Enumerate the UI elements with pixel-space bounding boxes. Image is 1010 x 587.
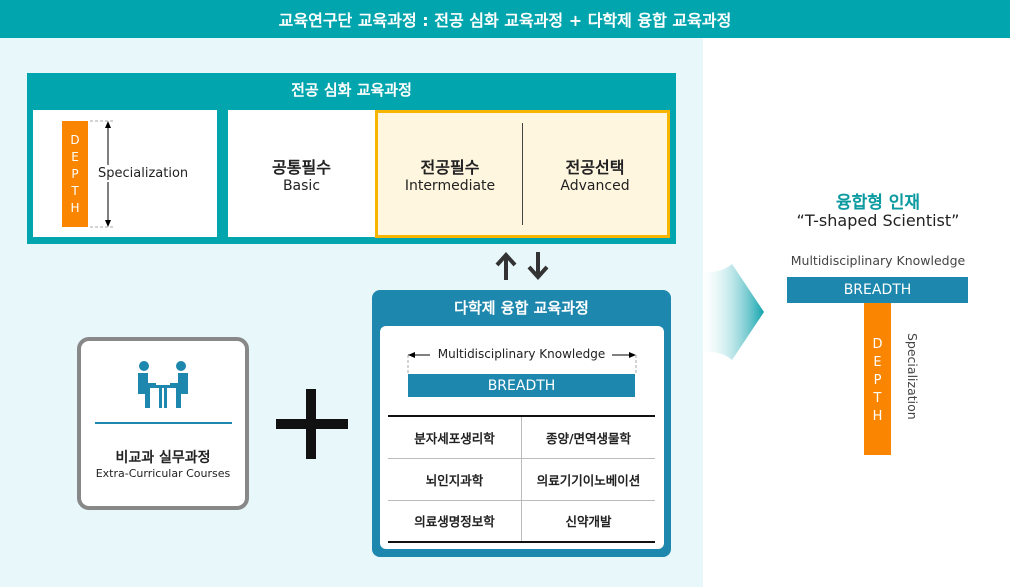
depth-letter: H	[872, 409, 883, 424]
right-arrow-icon	[700, 264, 764, 360]
course-cell: 분자세포생리학	[388, 416, 522, 459]
cell-title: 공통필수	[272, 157, 331, 177]
knowledge-text: Multidisciplinary Knowledge	[435, 347, 608, 361]
extra-curricular-box: 비교과 실무과정 Extra-Curricular Courses	[77, 337, 249, 510]
major-curriculum-title: 전공 심화 교육과정	[291, 81, 412, 99]
header-title: 교육연구단 교육과정 : 전공 심화 교육과정 + 다학제 융합 교육과정	[278, 11, 732, 30]
depth-letter: P	[873, 373, 882, 388]
depth-letter: E	[873, 355, 882, 370]
table-row: 의료생명정보학 신약개발	[388, 500, 655, 542]
course-cell: 종양/면역생물학	[521, 416, 655, 459]
horizontal-double-arrow-icon	[407, 352, 637, 374]
basic-cell: 공통필수 Basic	[228, 110, 375, 237]
course-cell: 뇌인지과학	[388, 458, 522, 501]
cell-title: 전공선택	[565, 158, 625, 177]
divider	[95, 422, 232, 424]
cell-title: 전공필수	[420, 158, 480, 177]
result-subtitle: “T-shaped Scientist”	[796, 211, 960, 230]
course-cell: 신약개발	[521, 500, 655, 542]
multidisciplinary-title: 다학제 융합 교육과정	[454, 299, 589, 317]
result-breadth-bar: BREADTH	[787, 277, 968, 303]
depth-letter: D	[872, 337, 883, 352]
breadth-bar: BREADTH	[408, 374, 635, 397]
extra-title: 비교과 실무과정	[115, 450, 211, 466]
depth-letter: E	[71, 149, 79, 164]
intermediate-cell: 전공필수 Intermediate	[378, 123, 523, 225]
page-header: 교육연구단 교육과정 : 전공 심화 교육과정 + 다학제 융합 교육과정	[0, 0, 1010, 38]
cell-subtitle: Intermediate	[404, 178, 496, 194]
knowledge-label: Multidisciplinary Knowledge	[408, 347, 635, 361]
specialization-label: Specialization	[98, 165, 189, 182]
plus-icon	[276, 389, 348, 459]
cell-subtitle: Basic	[282, 177, 321, 194]
result-specialization: Specialization	[905, 333, 920, 420]
depth-letter: T	[873, 391, 882, 406]
breadth-label: BREADTH	[487, 377, 556, 394]
result-knowledge: Multidisciplinary Knowledge	[790, 253, 966, 268]
depth-letter: T	[71, 183, 79, 198]
course-cell: 의료기기이노베이션	[521, 458, 655, 501]
course-cell: 의료생명정보학	[414, 514, 495, 530]
advanced-cell: 전공선택 Advanced	[523, 123, 667, 225]
up-down-arrows-icon	[495, 252, 549, 280]
depth-letter: P	[71, 166, 79, 181]
result-title: 융합형 인재	[835, 193, 921, 213]
depth-letter: H	[70, 200, 80, 215]
meeting-people-icon	[138, 361, 188, 408]
result-breadth-label: BREADTH	[843, 282, 912, 298]
depth-letter: D	[70, 132, 80, 147]
extra-subtitle: Extra-Curricular Courses	[95, 467, 231, 480]
major-highlight-group: 전공필수 Intermediate 전공선택 Advanced	[375, 110, 670, 238]
cell-subtitle: Advanced	[560, 178, 630, 194]
